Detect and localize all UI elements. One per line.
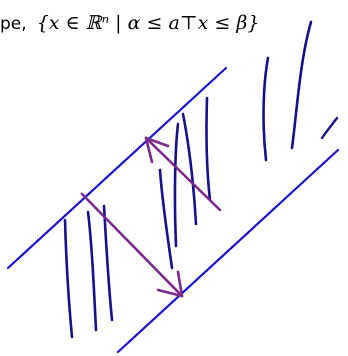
slab-set-formula: {x ∈ ℝⁿ | α ≤ a⊤x ≤ β}	[36, 12, 260, 34]
hatch-stroke	[158, 168, 174, 270]
hatch-stroke	[320, 116, 339, 140]
double-headed-arrow-icon	[80, 136, 222, 298]
lower-boundary-line	[6, 66, 228, 270]
hatch-stroke	[290, 20, 313, 150]
hatch-stroke	[63, 218, 74, 339]
hatch-stroke	[262, 56, 270, 162]
set-definition-caption: pe, {x ∈ ℝⁿ | α ≤ a⊤x ≤ β}	[0, 7, 259, 39]
hatch-stroke	[181, 112, 198, 226]
hatch-stroke	[205, 96, 212, 202]
hatch-stroke	[173, 122, 180, 248]
upper-boundary-line	[116, 148, 340, 354]
caption-word: pe,	[0, 14, 27, 34]
hatch-stroke	[86, 210, 98, 332]
